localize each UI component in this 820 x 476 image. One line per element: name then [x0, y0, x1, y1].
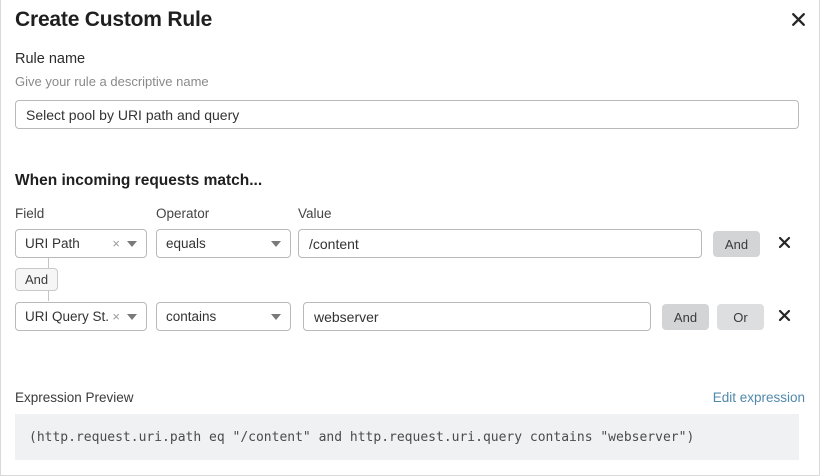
condition-row-2-delete-button[interactable] — [774, 307, 794, 327]
rule-name-input[interactable] — [15, 100, 799, 129]
connector-line-bottom — [48, 291, 49, 301]
condition-row-1-operator-value: equals — [166, 236, 206, 251]
condition-row-1-and-button[interactable]: And — [713, 231, 760, 257]
condition-row-2-field-select[interactable]: URI Query St... × — [15, 302, 147, 331]
condition-group-connector-and[interactable]: And — [15, 268, 59, 291]
column-label-field: Field — [15, 206, 45, 221]
rule-name-sublabel: Give your rule a descriptive name — [15, 74, 209, 89]
chevron-down-icon[interactable] — [125, 313, 146, 320]
condition-row-1-delete-button[interactable] — [774, 234, 794, 254]
condition-row-1-operator-select[interactable]: equals — [156, 229, 291, 258]
expression-preview-label: Expression Preview — [15, 390, 134, 405]
chevron-down-icon[interactable] — [269, 240, 290, 247]
condition-row-2-operator-select[interactable]: contains — [156, 302, 291, 331]
condition-row-1-field-clear-icon[interactable]: × — [112, 236, 120, 251]
condition-row-2-field-value: URI Query St... — [25, 309, 111, 324]
condition-row-2-operator-value: contains — [166, 309, 217, 324]
condition-row-2-or-button[interactable]: Or — [717, 304, 764, 330]
condition-row-2-and-button[interactable]: And — [662, 304, 709, 330]
condition-row-1-value-input[interactable] — [298, 229, 702, 258]
chevron-down-icon[interactable] — [269, 313, 290, 320]
rule-name-label: Rule name — [15, 51, 86, 67]
condition-row-1-field-select[interactable]: URI Path × — [15, 229, 147, 258]
close-icon — [778, 309, 791, 325]
close-icon — [791, 12, 806, 27]
conditions-heading: When incoming requests match... — [15, 172, 263, 189]
condition-row-2-field-clear-icon[interactable]: × — [112, 309, 120, 324]
connector-line-top — [48, 258, 49, 268]
edit-expression-link[interactable]: Edit expression — [712, 390, 805, 405]
page-title: Create Custom Rule — [15, 8, 213, 31]
expression-preview-code: (http.request.uri.path eq "/content" and… — [15, 414, 799, 460]
close-modal-button[interactable] — [785, 6, 811, 32]
chevron-down-icon[interactable] — [125, 240, 146, 247]
condition-row-1-field-value: URI Path — [25, 236, 80, 251]
column-label-operator: Operator — [156, 206, 210, 221]
close-icon — [778, 236, 791, 252]
column-label-value: Value — [298, 206, 332, 221]
condition-row-2-value-input[interactable] — [303, 302, 651, 331]
